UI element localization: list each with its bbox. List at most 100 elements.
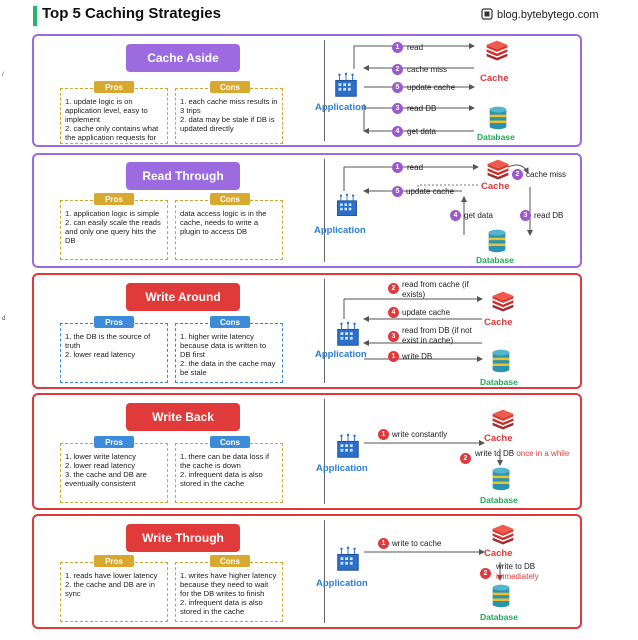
database-label: Database [480,377,518,387]
cons-item: 2. infrequent data is also stored in the… [180,598,263,616]
pros-tag: Pros [94,193,134,205]
bytebytego-logo-icon [481,8,493,20]
database-icon [491,349,511,373]
step-number-1: 1 [378,429,389,440]
panel-divider [324,399,325,504]
step-label: update cache [402,308,451,317]
strategy-title: Write Around [126,283,240,311]
pros-item: 2. lower read latency [65,461,136,470]
strategy-title: Read Through [126,162,240,190]
cache-icon [484,40,510,62]
step-label: cache miss [526,170,567,179]
panel-write-through: Write Through 1. reads have lower latenc… [32,514,582,629]
pros-item: 1. update logic is on application level,… [65,97,148,124]
cache-icon [490,409,516,431]
database-icon [491,467,511,491]
step-label: write to DB once in a while [475,449,570,458]
edge-mark: / [2,72,4,78]
pros-item: 2. can easily scale the reads and only o… [65,218,161,245]
database-label: Database [480,612,518,622]
cons-item: 1. each cache miss results in 3 trips [180,97,278,115]
step-number-4: 4 [450,210,461,221]
flow-arrows [343,296,483,362]
panel-write-back: Write Back 1. lower write latency 2. low… [32,393,582,510]
application-label: Application [315,102,367,113]
cons-item: 1. there can be data loss if the cache i… [180,452,270,470]
application-icon [334,433,362,461]
site-url: blog.bytebytego.com [497,9,599,21]
pros-tag: Pros [94,436,134,448]
step-label: write DB [402,352,433,361]
pros-item: 1. the DB is the source of truth [65,332,151,350]
flow-arrows [343,164,533,236]
panel-divider [324,159,325,262]
strategy-title: Cache Aside [126,44,240,72]
step-number-4: 4 [388,307,399,318]
panel-read-through: Read Through 1. application logic is sim… [32,153,582,268]
step-number-2: 2 [480,568,491,579]
cache-label: Cache [484,548,513,559]
pros-item: 1. application logic is simple [65,209,160,218]
step-number-2: 2 [392,64,403,75]
cons-item: 1. higher write latency because data is … [180,332,267,359]
pros-item: 2. lower read latency [65,350,136,359]
application-label: Application [314,225,366,236]
cons-tag: Cons [210,555,250,567]
step-number-3: 3 [392,103,403,114]
pros-item: 2. cache only contains what the applicat… [65,124,159,142]
step-label: cache miss [407,65,448,74]
step-number-1: 1 [392,42,403,53]
cons-tag: Cons [210,316,250,328]
database-icon [487,229,507,253]
cache-label: Cache [480,73,509,84]
panel-divider [324,40,325,141]
application-label: Application [316,463,368,474]
strategy-title: Write Back [126,403,240,431]
pros-tag: Pros [94,316,134,328]
title-accent-bar [33,6,37,26]
database-label: Database [477,132,515,142]
application-icon [334,321,362,349]
cons-item: 2. data may be stale if DB is updated di… [180,115,275,133]
pros-item: 3. the cache and DB are eventually consi… [65,470,147,488]
step-number-2: 2 [512,169,523,180]
step-label: read DB [534,211,564,220]
edge-mark: d [2,316,6,322]
cache-label: Cache [484,433,513,444]
step-label: read [407,43,424,52]
application-label: Application [316,578,368,589]
step-label: write constantly [392,430,448,439]
database-label: Database [480,495,518,505]
cons-tag: Cons [210,81,250,93]
pros-tag: Pros [94,81,134,93]
pros-tag: Pros [94,555,134,567]
pros-item: 1. lower write latency [65,452,136,461]
application-icon [334,546,362,574]
pros-item: 2. the cache and DB are in sync [65,580,155,598]
panel-write-around: Write Around 1. the DB is the source of … [32,273,582,389]
step-number-1: 1 [388,351,399,362]
step-number-5: 5 [392,82,403,93]
database-label: Database [476,255,514,265]
step-label: read DB [407,104,437,113]
cache-icon [490,291,516,313]
cache-label: Cache [481,181,510,192]
cons-item: 1. writes have higher latency because th… [180,571,277,598]
step-label: get data [464,211,493,220]
flow-arrows [364,549,503,581]
step-number-5: 5 [392,186,403,197]
step-label: get data [407,127,436,136]
cache-label: Cache [484,317,513,328]
cons-item: 2. the data in the cache may be stale [180,359,276,377]
step-label: read from DB (if not exist in cache) [402,326,472,345]
pros-item: 1. reads have lower latency [65,571,158,580]
application-icon [332,72,360,100]
cons-item: data access logic is in the cache, needs… [180,209,267,236]
step-number-4: 4 [392,126,403,137]
database-icon [488,106,508,130]
step-label: read [407,163,424,172]
flow-arrows [353,43,475,134]
strategy-title: Write Through [126,524,240,552]
step-number-2: 2 [388,283,399,294]
